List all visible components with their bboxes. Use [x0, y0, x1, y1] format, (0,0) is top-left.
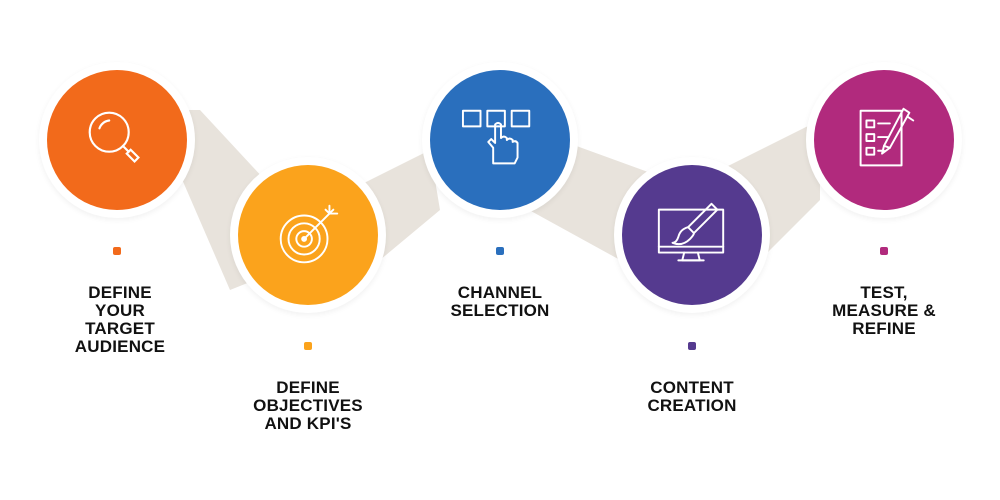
step-4-circle: [622, 165, 762, 305]
step-3-circle: [430, 70, 570, 210]
checklist-pencil-icon: [859, 107, 915, 167]
step-5-label: TEST, MEASURE & REFINE: [832, 283, 936, 338]
step-3-dot: [496, 247, 504, 255]
step-2-dot: [304, 342, 312, 350]
step-1-circle: [47, 70, 187, 210]
step-5-circle: [814, 70, 954, 210]
monitor-paintbrush-icon: [657, 202, 725, 262]
hand-selecting-boxes-icon: [461, 109, 531, 165]
step-2-label: DEFINE OBJECTIVES AND KPI'S: [253, 378, 363, 433]
target-arrow-icon: [279, 204, 339, 264]
step-2-circle: [238, 165, 378, 305]
step-1-label: DEFINE YOUR TARGET AUDIENCE: [74, 283, 166, 356]
step-4-label: CONTENT CREATION: [647, 378, 737, 415]
step-3-label: CHANNEL SELECTION: [450, 283, 550, 320]
step-1-dot: [113, 247, 121, 255]
step-4-dot: [688, 342, 696, 350]
step-5-dot: [880, 247, 888, 255]
magnifier-icon: [88, 111, 140, 163]
